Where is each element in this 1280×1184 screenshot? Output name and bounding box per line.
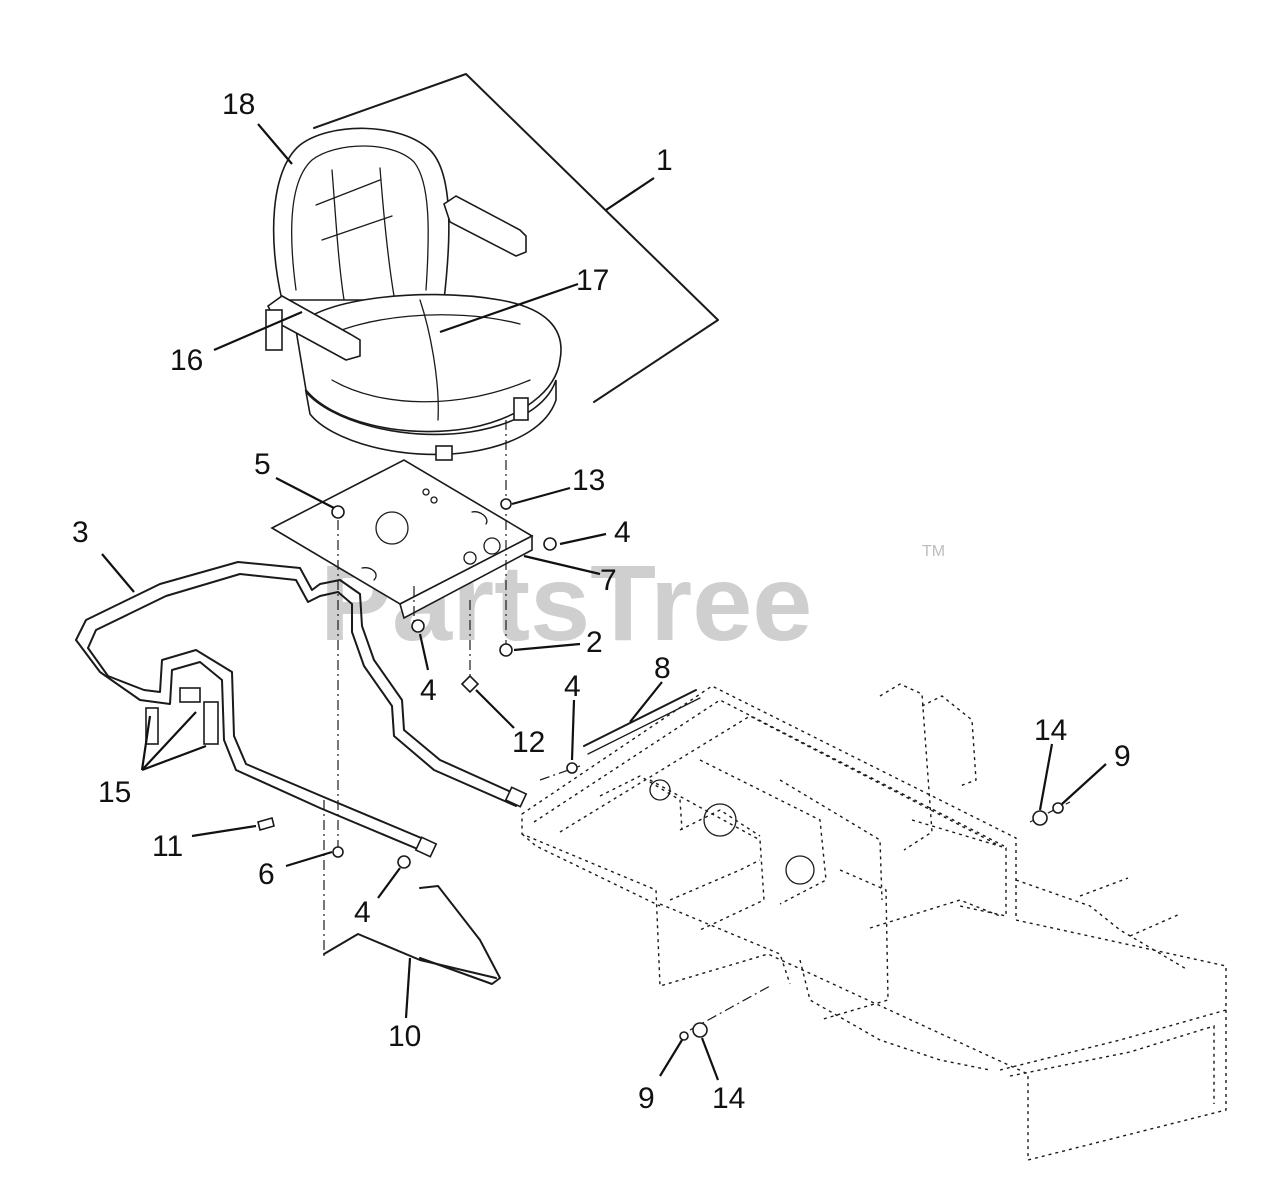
callout-12: 12: [512, 726, 545, 759]
seat: [265, 127, 562, 461]
callout-9-right: 9: [1114, 740, 1131, 773]
seat-mounting-plate: [270, 459, 534, 620]
callout-3: 3: [72, 516, 89, 549]
clip-12: [460, 674, 480, 694]
callout-6: 6: [258, 858, 275, 891]
seat-left-armrest: [266, 295, 361, 361]
callout-8: 8: [654, 652, 671, 685]
callout-13: 13: [572, 464, 605, 497]
bolt-5: [331, 505, 345, 519]
seat-base: [304, 379, 557, 456]
nut-9-b: [679, 1031, 689, 1041]
washer-14-b: [692, 1022, 708, 1038]
seat-strap: [323, 885, 501, 985]
nut-4-b: [411, 619, 425, 633]
seat-right-armrest: [443, 195, 527, 257]
bolt-11: [257, 817, 275, 831]
callout-14-right: 14: [1034, 714, 1067, 747]
callout-17: 17: [576, 264, 609, 297]
hardware: [257, 498, 1064, 1041]
callout-16: 16: [170, 344, 203, 377]
callout-11: 11: [152, 830, 183, 863]
nut-9-a: [1052, 802, 1064, 814]
watermark-trademark: TM: [922, 543, 945, 560]
callout-4-rod: 4: [564, 670, 581, 703]
seat-assembly-bracket: [313, 73, 719, 403]
callout-7: 7: [600, 564, 617, 597]
callout-1: 1: [656, 144, 673, 177]
callout-5: 5: [254, 448, 271, 481]
callout-4-strap: 4: [354, 896, 371, 929]
callout-2: 2: [586, 626, 603, 659]
callout-9-bottom: 9: [638, 1082, 655, 1115]
callout-4-plate: 4: [614, 516, 631, 549]
bolt-13: [500, 498, 512, 510]
bolt-6: [332, 846, 344, 858]
nut-4-d: [397, 855, 411, 869]
callouts: 18 1 17 16 5 13 3 4 7 2 4 8 4 12 15 14 9…: [72, 88, 1131, 1115]
callout-4-frame: 4: [420, 674, 437, 707]
seat-cushion: [295, 293, 562, 433]
nut-4-c: [566, 762, 578, 774]
callout-18: 18: [222, 88, 255, 121]
chassis-frame: [521, 683, 1227, 1161]
rod: [583, 689, 697, 747]
seat-backrest: [272, 127, 450, 301]
nut-2: [499, 643, 513, 657]
callout-15: 15: [98, 776, 131, 809]
seat-support-frame: [75, 561, 528, 858]
callout-10: 10: [388, 1020, 421, 1053]
callout-14-bottom: 14: [712, 1082, 745, 1115]
washer-14-a: [1032, 810, 1048, 826]
nut-4-a: [543, 537, 557, 551]
leader-lines: [101, 123, 1107, 1081]
